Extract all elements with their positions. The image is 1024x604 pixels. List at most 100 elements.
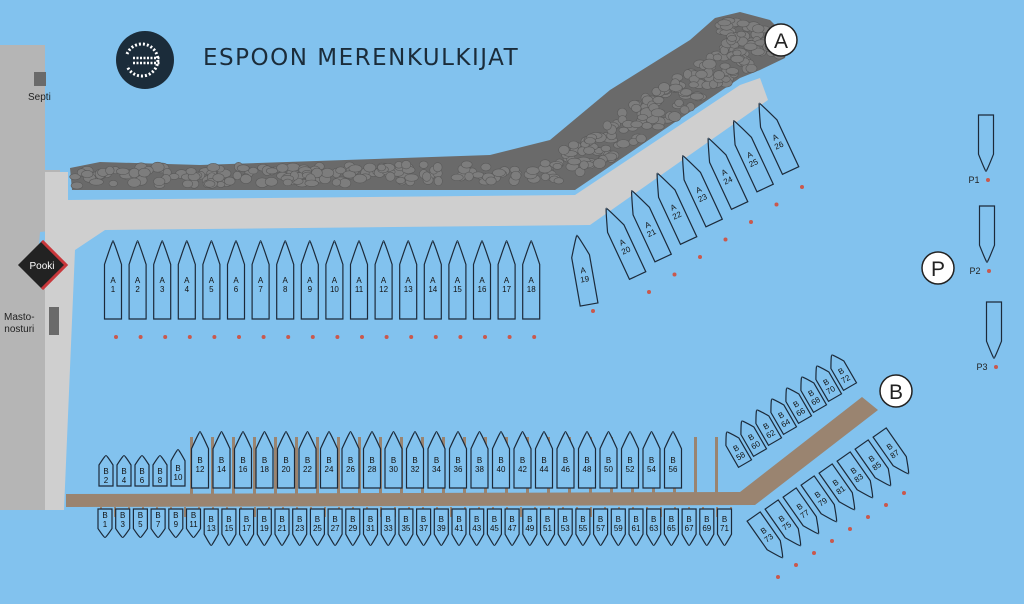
buoy [774, 202, 779, 207]
buoy [433, 335, 438, 339]
mastonosturi-label-line1: Masto- [4, 312, 35, 323]
berth-boat: B83 [836, 451, 874, 499]
berth-boat: B58 [725, 431, 753, 469]
berth-boat: B68 [800, 376, 828, 414]
pooki-building: Pooki [17, 239, 69, 291]
mastonosturi-label-line2: nosturi [4, 324, 35, 335]
pier-a-marker: A [764, 23, 798, 57]
buoy [848, 527, 852, 531]
berth-label: A19 [578, 265, 590, 284]
pooki-label: Pooki [29, 261, 54, 272]
buoy [800, 185, 804, 189]
berth-boat: B64 [770, 398, 798, 436]
berth-boat: B79 [800, 475, 838, 523]
buoy [672, 272, 677, 277]
buoy [483, 335, 487, 339]
buoy [723, 237, 728, 242]
berth-boat: B66 [785, 387, 813, 425]
berth-label: A21 [642, 219, 658, 239]
septi-building [34, 72, 46, 86]
berth-boat: B77 [782, 487, 820, 535]
buoy [286, 335, 291, 339]
buoy [812, 551, 816, 555]
berth-label: A20 [616, 236, 632, 256]
berth-boat: B75 [764, 499, 802, 547]
berth-boat: B73 [746, 511, 784, 559]
buoy [794, 563, 798, 567]
guest-berth-label: P3 [976, 362, 987, 372]
berth-boat: A19 [571, 234, 599, 307]
buoy [987, 269, 991, 273]
buoy [212, 335, 217, 339]
septi-label: Septi [28, 92, 51, 103]
breakwater [70, 12, 790, 190]
